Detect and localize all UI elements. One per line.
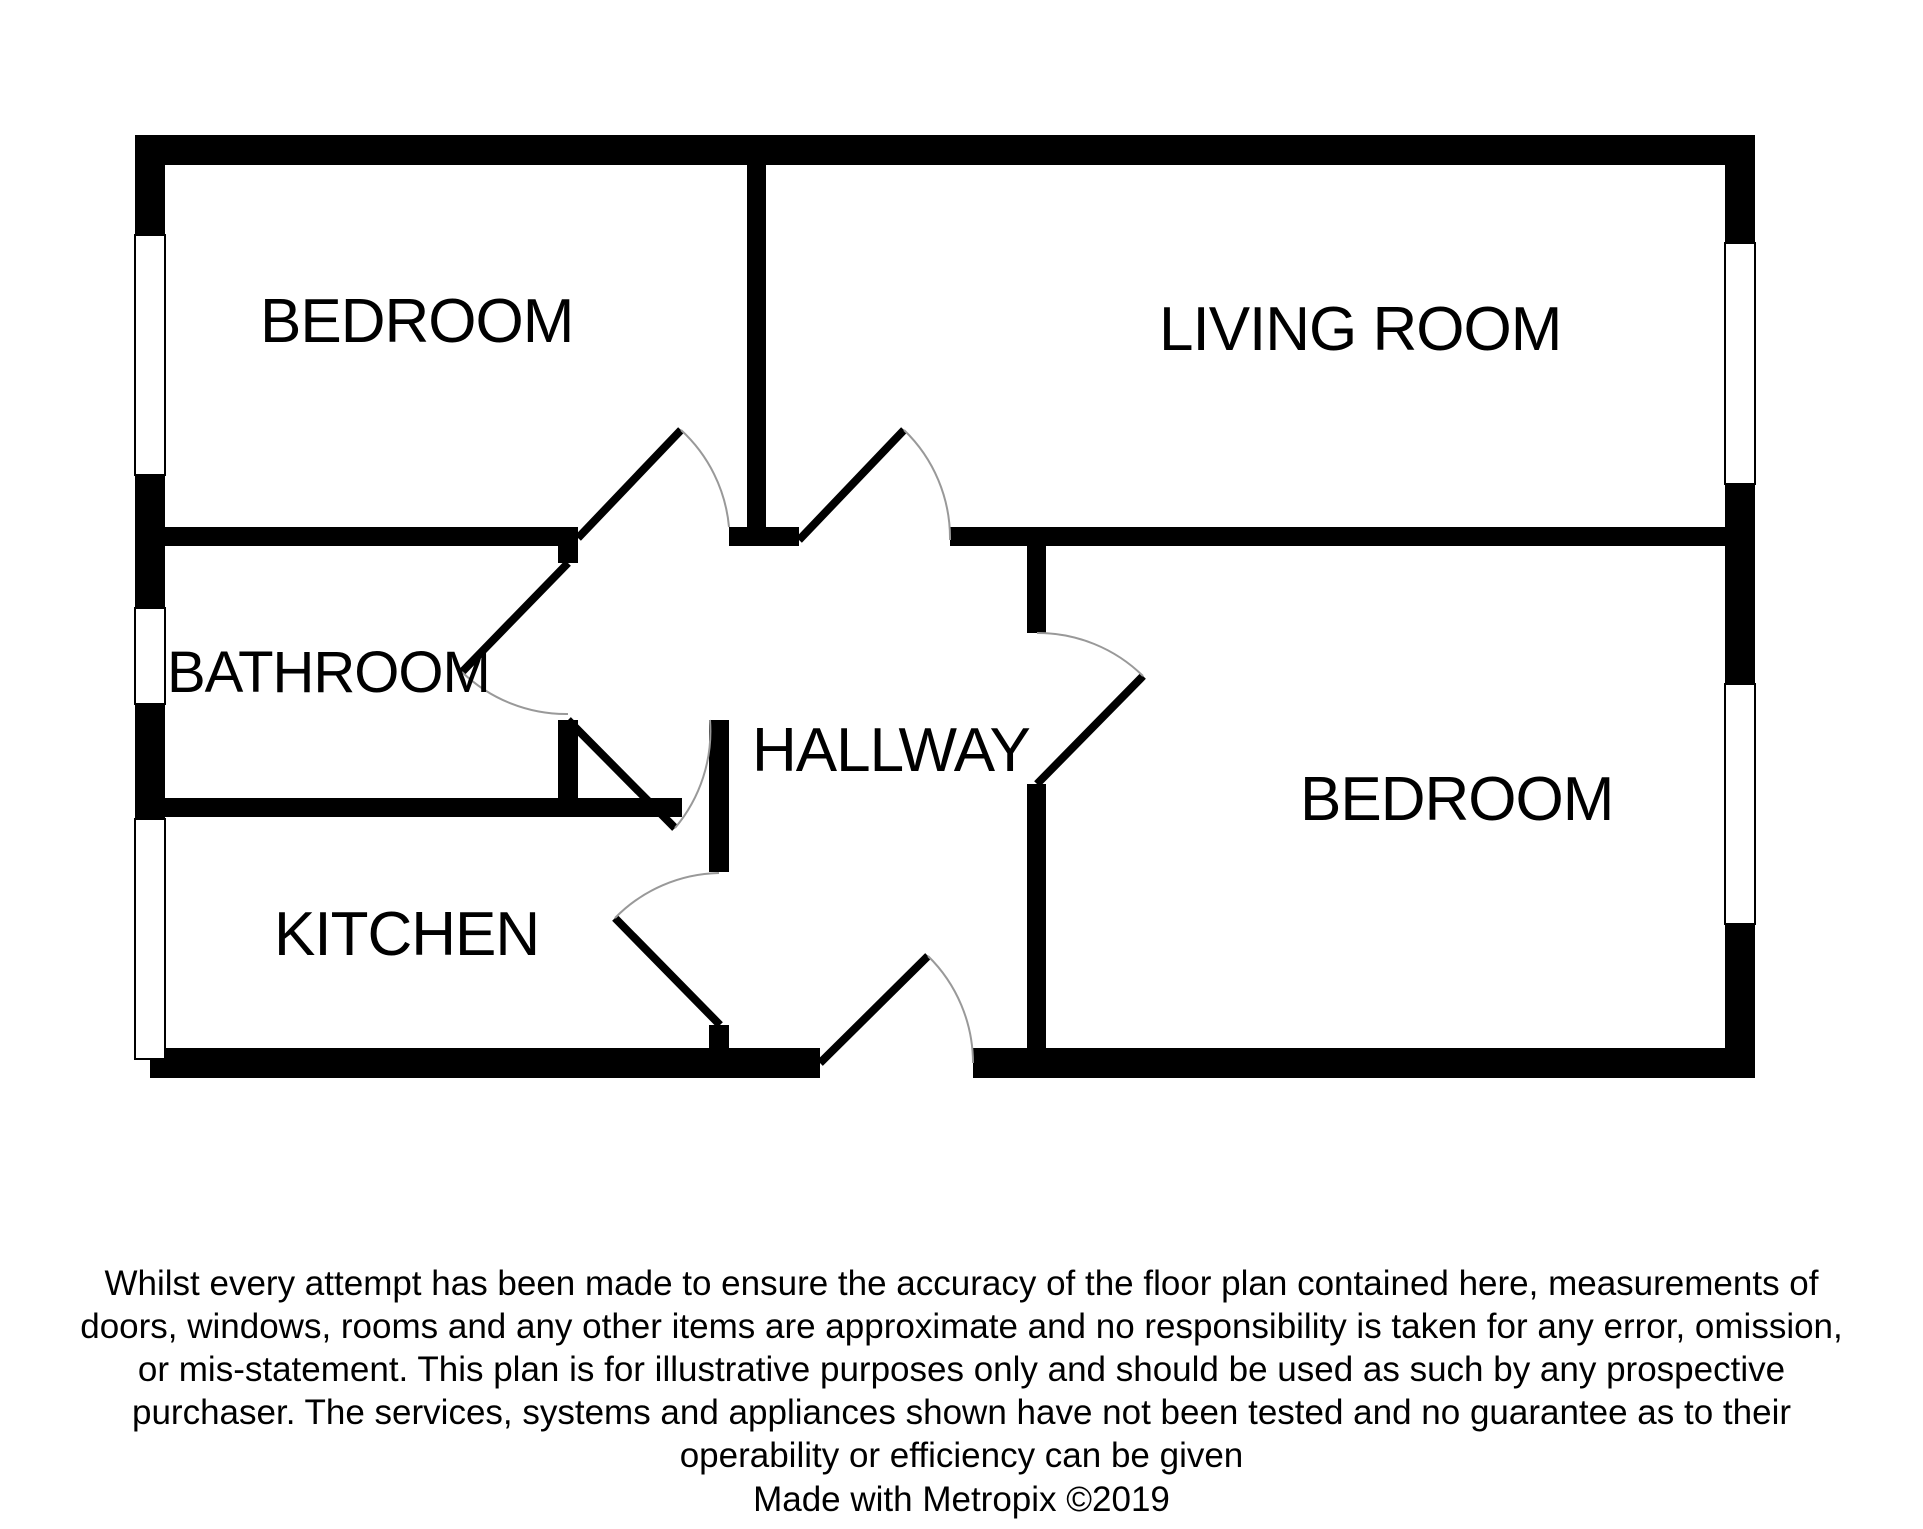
- room-labels: BEDROOM LIVING ROOM BATHROOM HALLWAY BED…: [167, 287, 1614, 969]
- door-front: [817, 953, 974, 1066]
- window-bedroom-2: [1724, 683, 1756, 925]
- wall-bathroom-corner: [558, 527, 578, 563]
- wall-bedroom-bathroom: [150, 527, 578, 546]
- doors: [459, 427, 1146, 1066]
- room-label-bedroom-2: BEDROOM: [1300, 765, 1613, 834]
- wall-bedroom-stub: [729, 527, 799, 546]
- window-bedroom-1: [134, 234, 166, 476]
- room-label-bathroom: BATHROOM: [167, 640, 490, 705]
- door-kitchen: [612, 872, 723, 1028]
- wall-left-upper: [135, 135, 165, 235]
- wall-top: [135, 135, 1755, 165]
- windows: [134, 234, 1756, 1060]
- wall-right-mid: [1725, 484, 1755, 684]
- window-living-room: [1724, 242, 1756, 485]
- wall-bathroom-kitchen: [150, 798, 682, 817]
- room-label-living-room: LIVING ROOM: [1159, 295, 1561, 364]
- wall-hall-bedroom2-lower: [1027, 784, 1046, 1054]
- wall-bottom-left: [150, 1048, 820, 1078]
- wall-hall-bedroom2-upper: [1027, 543, 1046, 633]
- wall-bottom-right: [973, 1048, 1755, 1078]
- room-label-hallway: HALLWAY: [752, 716, 1030, 785]
- door-living-room: [796, 427, 952, 543]
- door-bathroom: [459, 560, 571, 716]
- door-cupboard: [565, 717, 712, 831]
- wall-bathroom-inner: [558, 720, 578, 805]
- room-label-bedroom-1: BEDROOM: [260, 287, 573, 356]
- window-bathroom: [134, 607, 166, 705]
- wall-living-bedroom2: [950, 527, 1740, 546]
- wall-right-upper: [1725, 135, 1755, 243]
- disclaimer-text: Whilst every attempt has been made to en…: [80, 1264, 1843, 1475]
- interior-walls: [150, 135, 1740, 1055]
- wall-hall-kitchen: [709, 720, 729, 872]
- exterior-walls: [135, 135, 1755, 1078]
- window-kitchen: [134, 818, 166, 1060]
- wall-bedroom-living: [747, 135, 766, 545]
- wall-kitchen-door-stub: [709, 1025, 729, 1055]
- door-bedroom-1: [575, 427, 730, 541]
- credit-text: Made with Metropix ©2019: [753, 1480, 1170, 1519]
- door-bedroom-2: [1034, 631, 1146, 787]
- room-label-kitchen: KITCHEN: [274, 900, 539, 969]
